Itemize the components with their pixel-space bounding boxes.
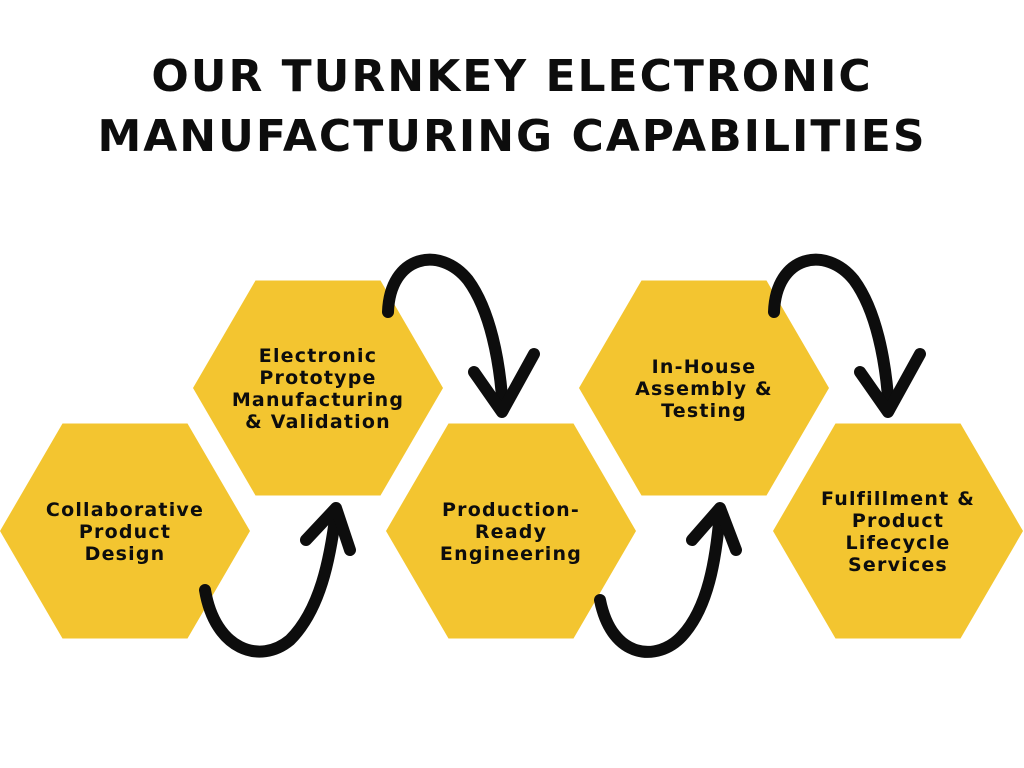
hexagon-fulfillment-lifecycle: [773, 423, 1023, 639]
step-label-line: Product: [852, 510, 944, 532]
arrow-step2-to-step3: [382, 253, 540, 418]
step-label-line: Assembly &: [635, 378, 773, 400]
step-label-line: & Validation: [245, 411, 391, 433]
step-label-line: Ready: [475, 521, 547, 543]
step-label-line: Services: [848, 554, 948, 576]
arrow-step1-to-step2: [199, 502, 356, 658]
step-label-line: In-House: [652, 356, 757, 378]
step-label-line: Prototype: [259, 367, 376, 389]
step-label-line: Product: [79, 521, 171, 543]
step-label-line: Design: [85, 543, 166, 565]
hexagon-in-house-assembly: [579, 280, 829, 496]
hexagon-electronic-prototype: [193, 280, 443, 496]
hexagon-production-ready-engineering: [386, 423, 636, 639]
step-label-line: Production-: [442, 499, 580, 521]
page-title-line-2: MANUFACTURING CAPABILITIES: [97, 111, 927, 162]
step-label-line: Collaborative: [46, 499, 204, 521]
page-title-line-1: OUR TURNKEY ELECTRONIC: [151, 51, 873, 102]
arrow-layer: [199, 253, 926, 658]
arrow-step4-to-step5: [768, 253, 926, 418]
step-label-line: Manufacturing: [232, 389, 404, 411]
arrow-step3-to-step4: [594, 502, 742, 658]
step-label-line: Electronic: [259, 345, 377, 367]
step-label-line: Lifecycle: [846, 532, 951, 554]
step-label-line: Testing: [661, 400, 747, 422]
step-label-line: Engineering: [440, 543, 582, 565]
hexagon-collaborative-product-design: [0, 423, 250, 639]
step-label-line: Fulfillment &: [821, 488, 975, 510]
